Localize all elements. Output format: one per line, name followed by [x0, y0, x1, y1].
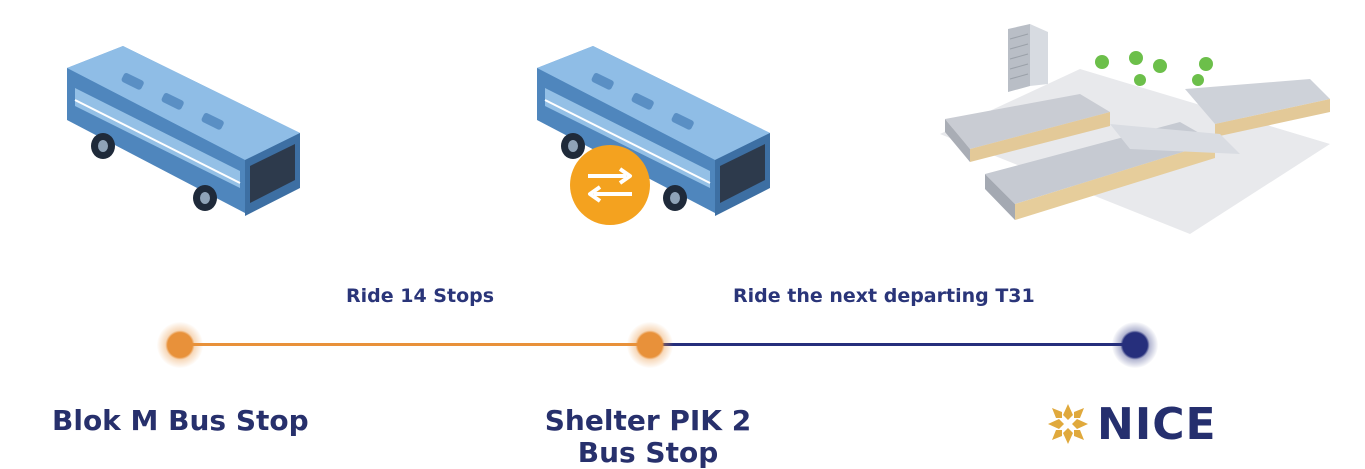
- stop-label-line1: Blok M Bus Stop: [52, 404, 309, 437]
- transfer-arrows-icon: [570, 145, 650, 225]
- segment-label-ride-14-stops: Ride 14 Stops: [346, 285, 495, 307]
- segment-label-ride-t31: Ride the next departing T31: [733, 285, 1035, 307]
- bus-icon: [537, 46, 770, 216]
- stop-label-blok-m: Blok M Bus Stop: [52, 405, 309, 437]
- nice-logo-mark: [1048, 404, 1088, 444]
- route-line-navy: [650, 343, 1135, 346]
- destination-name: NICE: [1097, 398, 1217, 450]
- stop-label-line2: Bus Stop: [577, 436, 719, 469]
- stop-dot-destination: [1112, 322, 1158, 368]
- stop-dot-transfer: [627, 322, 673, 368]
- route-line-orange: [180, 343, 650, 346]
- bus-icon: [67, 46, 300, 216]
- stop-label-line1: Shelter PIK 2: [544, 404, 752, 437]
- nice-logo: NICE: [1045, 398, 1217, 450]
- stop-label-shelter-pik-2: Shelter PIK 2 Bus Stop: [533, 405, 763, 469]
- convention-center-icon: [940, 24, 1330, 234]
- stop-dot-origin: [157, 322, 203, 368]
